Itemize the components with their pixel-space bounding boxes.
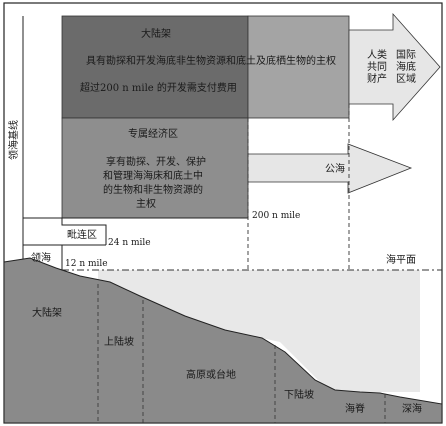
heritage-line-1: 人类 <box>367 48 387 61</box>
ridge-label: 海脊 <box>345 402 365 415</box>
eez-rights-line-1: 享有勘探、开发、保护 <box>106 155 206 168</box>
continental-shelf-extended-band <box>247 15 350 119</box>
seabed-shelf-label: 大陆架 <box>32 306 62 319</box>
eez-title: 专属经济区 <box>128 127 178 140</box>
continental-slope-label: 上陆坡 <box>104 335 134 348</box>
baseline-label: 领海基线 <box>7 120 20 160</box>
high-seas-arrow <box>247 143 413 194</box>
distance-200-label: 200 n mile <box>252 211 300 221</box>
deep-sea-label: 深海 <box>402 402 422 415</box>
plateau-label: 高原或台地 <box>186 368 236 381</box>
eez-rights-line-4: 主权 <box>136 197 156 210</box>
continental-shelf-title: 大陆架 <box>141 27 171 40</box>
water-region <box>98 270 420 392</box>
continental-shelf-band <box>61 15 249 119</box>
heritage-line-3: 财产 <box>367 72 387 85</box>
eez-rights-line-3: 的生物和非生物资源的 <box>103 183 203 196</box>
shelf-payment-text: 超过200 n mile 的开发需支付费用 <box>80 81 237 94</box>
seabed-area-arrow <box>348 12 441 122</box>
eez-rights-line-2: 和管理海海床和底土中 <box>103 169 203 182</box>
contiguous-limit-24 <box>61 218 107 245</box>
intl-seabed-line-1: 国际 <box>396 49 416 61</box>
high-seas-label: 公海 <box>325 162 345 175</box>
heritage-line-2: 共同 <box>367 61 387 73</box>
intl-seabed-line-2: 海底 <box>396 60 416 73</box>
lower-slope-label: 下陆坡 <box>284 388 314 401</box>
territorial-sea-label: 领海 <box>31 251 51 264</box>
eez-band <box>61 117 249 219</box>
sea-level-label: 海平面 <box>386 253 416 266</box>
distance-12-label: 12 n mile <box>65 259 108 269</box>
distance-24-label: 24 n mile <box>108 238 151 248</box>
shelf-rights-text: 具有勘探和开发海底非生物资源和底土及底栖生物的主权 <box>86 54 336 67</box>
contiguous-zone-label: 毗连区 <box>67 228 97 241</box>
seabed-profile <box>3 257 443 424</box>
intl-seabed-line-3: 区域 <box>396 72 416 85</box>
